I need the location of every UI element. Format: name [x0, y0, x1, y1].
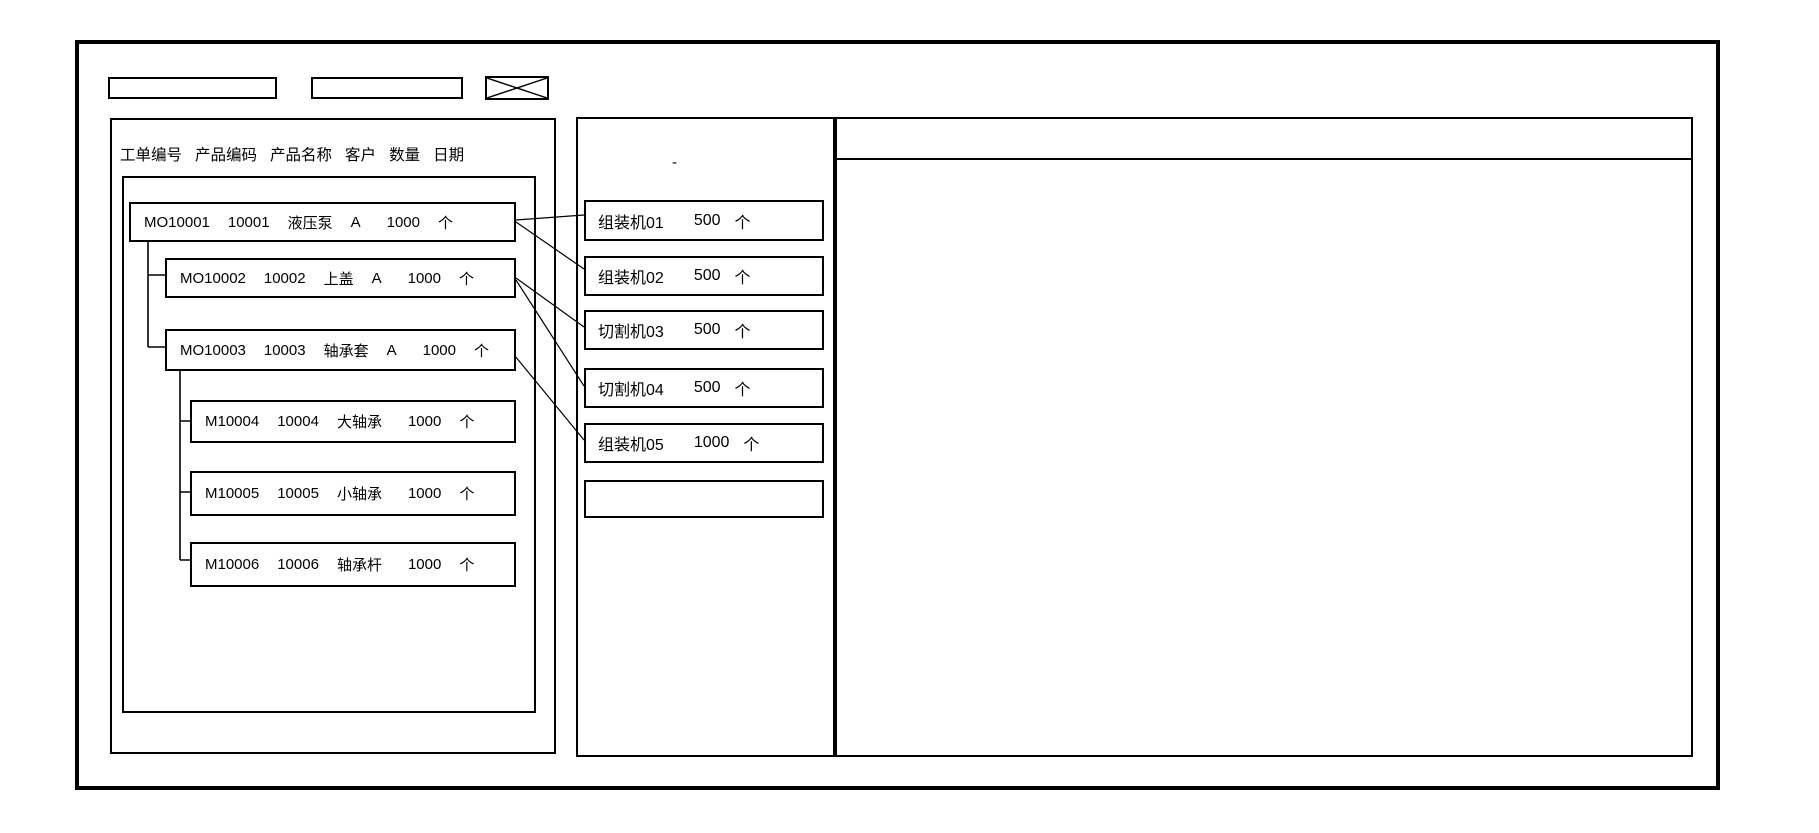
- machine-qty: 500: [693, 211, 721, 229]
- quantity: 1000: [407, 269, 441, 287]
- machine-card-04[interactable]: 切割机04 500 个: [584, 368, 824, 408]
- machine-qty: 1000: [693, 434, 730, 451]
- column-header-row: 工单编号 产品编码 产品名称 客户 数量 日期: [120, 143, 464, 165]
- machine-unit: 个: [734, 214, 751, 232]
- image-placeholder-icon[interactable]: [485, 76, 549, 100]
- machine-qty: 500: [693, 267, 721, 284]
- product-name: 小轴承: [336, 486, 382, 503]
- machine-card-05[interactable]: 组装机05 1000 个: [584, 423, 824, 463]
- machine-name: 组装机01: [598, 214, 664, 232]
- unit: 个: [438, 214, 454, 232]
- order-no: M10004: [205, 413, 260, 430]
- detail-panel: [835, 117, 1693, 757]
- order-no: M10005: [205, 485, 260, 502]
- product-name: 轴承套: [323, 342, 369, 360]
- machine-unit: 个: [734, 270, 751, 287]
- detail-panel-header-divider: [837, 158, 1691, 160]
- toolbar-field-2[interactable]: [311, 77, 463, 99]
- machine-card-02[interactable]: 组装机02 500 个: [584, 256, 824, 296]
- customer: A: [386, 341, 397, 359]
- machine-name: 组装机05: [598, 437, 664, 454]
- machine-qty: 500: [693, 321, 721, 338]
- work-order-card-mo10003[interactable]: MO10003 10003 轴承套 A 1000 个: [165, 329, 516, 371]
- unit: 个: [459, 486, 475, 503]
- work-order-card-m10004[interactable]: M10004 10004 大轴承 1000 个: [190, 400, 516, 443]
- column-header-date: 日期: [433, 147, 465, 164]
- product-code: 10006: [277, 556, 319, 573]
- column-header-order-no: 工单编号: [120, 147, 183, 164]
- x-cross-icon: [487, 78, 547, 98]
- machine-qty: 500: [693, 379, 721, 396]
- order-no: M10006: [205, 556, 260, 573]
- unit: 个: [474, 342, 490, 360]
- product-code: 10002: [263, 269, 306, 287]
- order-no: MO10003: [180, 341, 246, 359]
- quantity: 1000: [422, 341, 456, 359]
- order-no: MO10002: [180, 269, 246, 287]
- machine-name: 切割机03: [598, 324, 664, 341]
- column-header-product-code: 产品编码: [195, 147, 258, 164]
- machine-unit: 个: [743, 437, 760, 454]
- stray-dash-mark: -: [672, 154, 677, 171]
- quantity: 1000: [386, 213, 420, 231]
- work-order-tree-panel: [122, 176, 536, 713]
- machine-name: 组装机02: [598, 270, 664, 287]
- customer: A: [350, 213, 361, 231]
- work-order-card-mo10001[interactable]: MO10001 10001 液压泵 A 1000 个: [129, 202, 516, 242]
- product-code: 10004: [277, 413, 319, 430]
- machine-card-03[interactable]: 切割机03 500 个: [584, 310, 824, 350]
- product-name: 液压泵: [287, 214, 333, 232]
- machine-card-empty[interactable]: [584, 480, 824, 518]
- product-name: 轴承杆: [336, 557, 382, 574]
- unit: 个: [459, 270, 475, 288]
- work-order-card-m10005[interactable]: M10005 10005 小轴承 1000 个: [190, 471, 516, 516]
- work-order-card-m10006[interactable]: M10006 10006 轴承杆 1000 个: [190, 542, 516, 587]
- quantity: 1000: [407, 556, 442, 573]
- unit: 个: [459, 414, 475, 431]
- quantity: 1000: [407, 485, 442, 502]
- work-order-card-mo10002[interactable]: MO10002 10002 上盖 A 1000 个: [165, 258, 516, 298]
- machine-name: 切割机04: [598, 382, 664, 399]
- column-header-qty: 数量: [389, 147, 421, 164]
- machine-card-01[interactable]: 组装机01 500 个: [584, 200, 824, 241]
- quantity: 1000: [407, 413, 442, 430]
- toolbar-field-1[interactable]: [108, 77, 277, 99]
- product-code: 10001: [227, 213, 270, 231]
- column-header-product-name: 产品名称: [270, 147, 333, 164]
- customer: A: [371, 269, 382, 287]
- column-header-customer: 客户: [345, 147, 377, 164]
- outer-window-frame: [75, 40, 1720, 790]
- product-name: 大轴承: [336, 414, 382, 431]
- product-code: 10003: [263, 341, 306, 359]
- product-code: 10005: [277, 485, 319, 502]
- product-name: 上盖: [323, 270, 354, 288]
- unit: 个: [459, 557, 475, 574]
- order-no: MO10001: [144, 213, 210, 231]
- machine-unit: 个: [734, 382, 751, 399]
- machine-unit: 个: [734, 324, 751, 341]
